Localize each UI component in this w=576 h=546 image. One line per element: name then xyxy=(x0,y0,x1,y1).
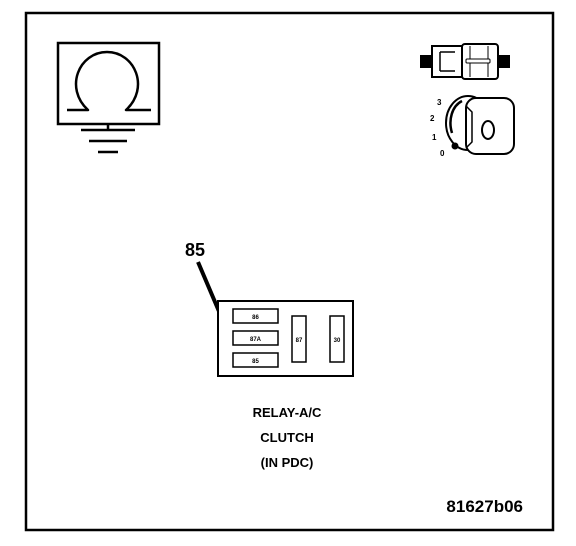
relay-terminal-87-label: 87 xyxy=(296,338,303,344)
diagram-border xyxy=(24,11,555,532)
ignition-key-icon: 3 2 1 0 xyxy=(430,95,515,158)
relay-caption-line-2: CLUTCH xyxy=(260,430,313,445)
relay-terminal-30 xyxy=(329,315,345,363)
relay-terminal-86 xyxy=(232,308,279,324)
relay-terminal-87 xyxy=(291,315,307,363)
ignition-position-0: 0 xyxy=(440,149,445,158)
ignition-position-3: 3 xyxy=(437,98,442,107)
ignition-position-1: 1 xyxy=(432,133,437,142)
relay-terminal-87a xyxy=(232,330,279,346)
figure-id: 81627b06 xyxy=(446,497,523,516)
ignition-position-2: 2 xyxy=(430,114,435,123)
relay-terminal-87a-label: 87A xyxy=(250,337,262,343)
relay-terminal-86-label: 86 xyxy=(252,315,259,321)
ohmmeter-ground-icon xyxy=(56,41,161,154)
connector-icon xyxy=(420,43,510,80)
relay-terminal-85-label: 85 xyxy=(252,359,259,365)
relay-caption-line-1: RELAY-A/C xyxy=(253,405,322,420)
relay-terminal-30-label: 30 xyxy=(334,338,341,344)
relay-body: 86 87A 85 87 30 xyxy=(217,300,354,377)
relay-caption-line-3: (IN PDC) xyxy=(261,455,314,470)
relay-terminal-85 xyxy=(232,352,279,368)
callout-pin-label: 85 xyxy=(185,240,205,260)
